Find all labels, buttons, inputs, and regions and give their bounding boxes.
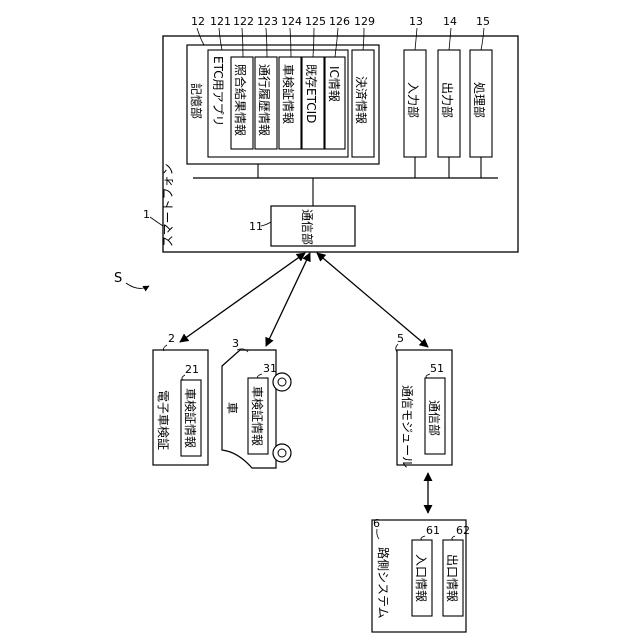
roadside-leader bbox=[377, 529, 379, 539]
link-comm-to-car bbox=[266, 253, 310, 346]
entry-info-leader bbox=[421, 536, 425, 540]
e-inspection-ref: 2 bbox=[168, 332, 175, 345]
input-unit-ref: 13 bbox=[409, 15, 423, 28]
exit-info-ref: 62 bbox=[456, 524, 470, 537]
e-inspection-cert-ref: 21 bbox=[185, 363, 199, 376]
app-leader bbox=[219, 28, 222, 50]
vehicle-cert-ref: 124 bbox=[281, 15, 302, 28]
processor-unit-label: 処理部 bbox=[472, 82, 487, 118]
app-group-box bbox=[208, 50, 348, 157]
car-label: 車 bbox=[225, 402, 239, 414]
etc-id-ref: 125 bbox=[305, 15, 326, 28]
app-label: ETC用アプリ bbox=[211, 56, 225, 127]
comm-module-unit-leader bbox=[426, 374, 430, 378]
pass-history-leader bbox=[266, 28, 267, 57]
storage-ref: 12 bbox=[191, 15, 205, 28]
vehicle-cert-label: 車検証情報 bbox=[281, 64, 295, 124]
vehicle-cert-leader bbox=[290, 28, 291, 57]
storage-label: 記憶部 bbox=[189, 83, 204, 119]
e-inspection-label: 電子車検証 bbox=[156, 390, 170, 450]
car-wheel-rear bbox=[273, 444, 291, 462]
car-cert-label: 車検証情報 bbox=[250, 386, 264, 446]
input-unit-leader bbox=[415, 28, 417, 50]
exit-info-leader bbox=[452, 536, 455, 540]
comm-unit-ref: 11 bbox=[249, 220, 263, 233]
comm-module-label: 通信モジュール bbox=[400, 385, 414, 468]
roadside-ref: 6 bbox=[373, 517, 380, 530]
output-unit-leader bbox=[449, 28, 451, 50]
car-wheel-front bbox=[273, 373, 291, 391]
match-result-label: 照合結果情報 bbox=[233, 64, 248, 136]
pass-history-ref: 123 bbox=[257, 15, 278, 28]
ic-info-ref: 126 bbox=[329, 15, 350, 28]
entry-info-label: 入口情報 bbox=[414, 554, 428, 602]
ic-info-leader bbox=[335, 28, 338, 57]
e-inspection-cert-label: 車検証情報 bbox=[183, 388, 197, 448]
payment-info-ref: 129 bbox=[354, 15, 375, 28]
roadside-label: 路側システム bbox=[376, 547, 391, 619]
system-arrow bbox=[126, 283, 149, 288]
input-unit-label: 入力部 bbox=[406, 82, 421, 118]
output-unit-ref: 14 bbox=[443, 15, 457, 28]
processor-unit-ref: 15 bbox=[476, 15, 490, 28]
match-result-leader bbox=[242, 28, 243, 57]
payment-info-label: 決済情報 bbox=[354, 76, 369, 124]
link-comm-to-e-inspection bbox=[180, 253, 305, 342]
output-unit-label: 出力部 bbox=[440, 82, 455, 118]
smartphone-ref: 1 bbox=[143, 208, 150, 221]
car-cert-leader bbox=[258, 374, 263, 378]
car-cert-ref: 31 bbox=[263, 362, 277, 375]
comm-module-unit-ref: 51 bbox=[430, 362, 444, 375]
app-ref: 121 bbox=[210, 15, 231, 28]
processor-unit-leader bbox=[481, 28, 484, 50]
comm-module-unit-label: 通信部 bbox=[427, 400, 442, 436]
smartphone-label: スマートフォン bbox=[161, 163, 175, 247]
pass-history-label: 通行履歴情報 bbox=[257, 64, 271, 136]
comm-module-ref: 5 bbox=[397, 332, 404, 345]
e-inspection-cert-leader bbox=[182, 375, 185, 380]
system-label: S bbox=[114, 271, 122, 286]
etc-id-leader bbox=[313, 28, 314, 57]
exit-info-label: 出口情報 bbox=[445, 554, 459, 602]
payment-info-leader bbox=[363, 28, 364, 50]
comm-unit-label: 通信部 bbox=[300, 209, 315, 245]
match-result-ref: 122 bbox=[233, 15, 254, 28]
entry-info-ref: 61 bbox=[426, 524, 440, 537]
link-comm-to-comm-module bbox=[317, 253, 428, 347]
etc-id-label: 既存ETCID bbox=[304, 64, 318, 123]
car-ref: 3 bbox=[232, 337, 239, 350]
ic-info-label: IC情報 bbox=[327, 66, 341, 102]
